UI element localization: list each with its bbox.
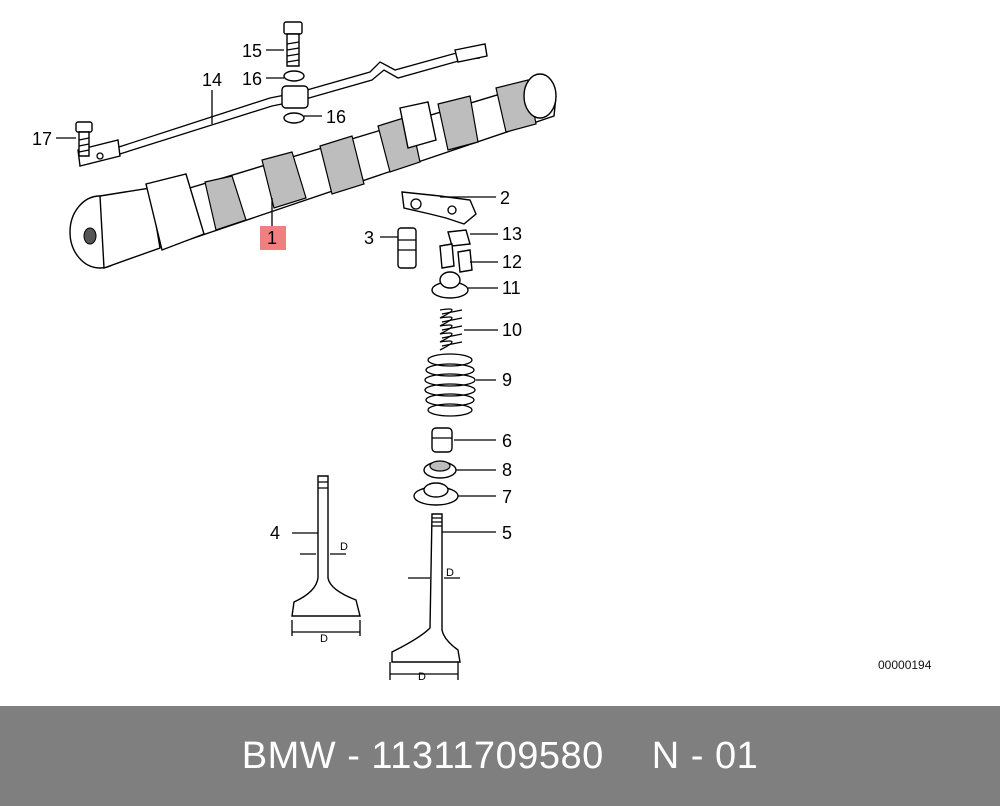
callout-15: 15 [242,41,262,61]
dim-label-exhaust-head: D [418,671,426,683]
callout-16-lower: 16 [326,107,346,127]
callout-13: 13 [502,224,522,244]
camshaft-1 [69,73,557,269]
callout-11: 11 [502,278,521,298]
dim-label-exhaust-stem: D [446,567,454,579]
oil-tube-14 [77,43,488,167]
exploded-parts-diagram: D D D D 1 2 3 4 5 6 7 8 9 10 11 12 13 14… [32,21,557,683]
outer-spring-9 [424,353,476,417]
washer-16-lower [283,112,305,124]
callout-2: 2 [500,188,510,208]
spring-seat-8 [423,460,457,479]
variant-text: N - 01 [651,734,759,777]
washer-16-upper [283,70,305,82]
part-number-banner: BMW - 11311709580 N - 01 [0,706,1000,806]
callout-10: 10 [502,320,522,340]
callout-14: 14 [202,70,222,90]
adjuster-3 [397,227,417,269]
dim-label-intake-head: D [320,633,328,645]
highlight-box-1 [260,226,286,250]
callout-4: 4 [270,523,280,543]
callout-3: 3 [364,228,374,248]
exhaust-valve-5 [391,513,461,663]
callout-6: 6 [502,431,512,451]
intake-valve-4 [291,475,361,617]
bolt-17 [75,121,93,157]
bolt-15 [283,21,303,67]
callout-1: 1 [267,228,277,248]
callout-8: 8 [502,460,512,480]
inner-spring-10 [439,308,463,351]
callout-12: 12 [502,252,522,272]
diagram-reference-code: 00000194 [878,658,932,672]
dim-label-intake-stem: D [340,541,348,553]
callout-17: 17 [32,129,52,149]
dimension-marks: D D D D [291,541,460,683]
leader-lines [56,49,498,534]
spring-seat-7 [413,482,459,506]
valve-seal-6 [431,427,453,453]
callout-7: 7 [502,487,512,507]
spring-retainer-11 [431,271,469,299]
part-number-text: BMW - 11311709580 [241,734,604,777]
valve-keeper-12 [439,243,473,273]
valve-cap-13 [447,229,471,247]
callout-5: 5 [502,523,512,543]
callout-9: 9 [502,370,512,390]
callout-16-upper: 16 [242,69,262,89]
